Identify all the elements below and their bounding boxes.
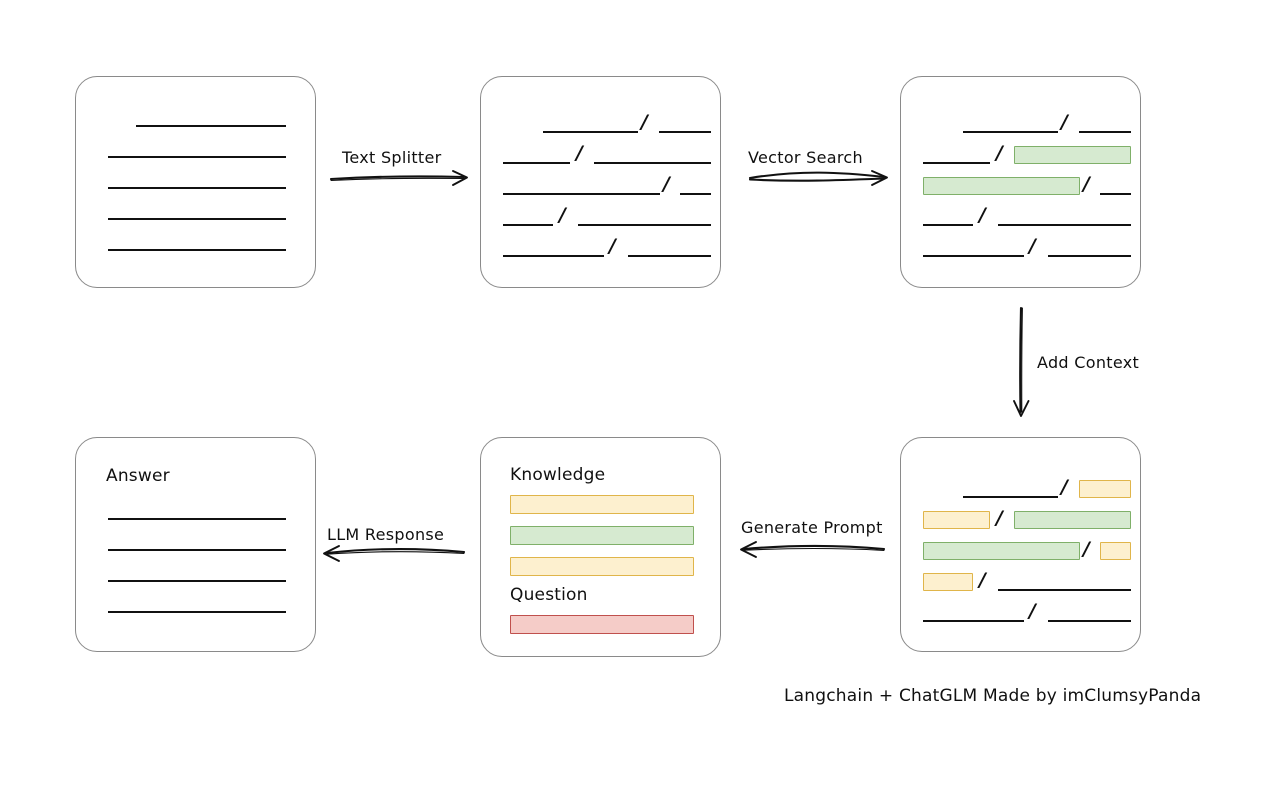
text-line <box>680 193 711 195</box>
text-line <box>1048 620 1131 622</box>
chunk-separator-slash: / <box>1083 538 1090 560</box>
edge-generate-prompt-arrow <box>740 541 886 558</box>
text-line <box>923 620 1024 622</box>
text-line <box>543 131 638 133</box>
text-line <box>503 255 604 257</box>
prompt-bar-red[interactable] <box>510 615 694 634</box>
text-line <box>594 162 711 164</box>
text-line <box>108 218 286 220</box>
chunk-separator-slash: / <box>1061 476 1068 498</box>
text-line <box>108 611 286 613</box>
text-line <box>578 224 711 226</box>
edge-add-context-arrow <box>1013 306 1030 417</box>
text-line <box>998 589 1131 591</box>
chunk-separator-slash: / <box>641 111 648 133</box>
knowledge-label: Knowledge <box>510 465 606 485</box>
text-line <box>1079 131 1131 133</box>
text-line <box>108 156 286 158</box>
text-line <box>998 224 1131 226</box>
chunk-separator-slash: / <box>979 204 986 226</box>
chunk-separator-slash: / <box>979 569 986 591</box>
highlight-chip-green[interactable] <box>1014 146 1131 164</box>
edge-text-splitter-arrow <box>329 170 468 186</box>
chunk-separator-slash: / <box>996 142 1003 164</box>
text-line <box>923 255 1024 257</box>
highlight-chip-green[interactable] <box>1014 511 1131 529</box>
vector-search-results-card[interactable]: / / / / / <box>900 76 1141 288</box>
chunk-separator-slash: / <box>559 204 566 226</box>
chunk-separator-slash: / <box>1083 173 1090 195</box>
highlight-chip-yellow[interactable] <box>923 573 973 591</box>
highlight-chip-yellow[interactable] <box>1100 542 1131 560</box>
chunk-separator-slash: / <box>996 507 1003 529</box>
text-line <box>108 518 286 520</box>
text-line <box>1100 193 1131 195</box>
highlight-chip-green[interactable] <box>923 542 1080 560</box>
chunk-separator-slash: / <box>576 142 583 164</box>
text-line <box>923 224 973 226</box>
text-line <box>108 249 286 251</box>
text-line <box>108 580 286 582</box>
split-text-chunks-card[interactable]: / / / / / <box>480 76 721 288</box>
text-line <box>659 131 711 133</box>
text-line <box>1048 255 1131 257</box>
text-line <box>963 496 1058 498</box>
text-line <box>503 193 660 195</box>
prompt-bar-yellow[interactable] <box>510 495 694 514</box>
text-line <box>963 131 1058 133</box>
text-line <box>628 255 711 257</box>
edge-llm-response-arrow <box>323 545 466 562</box>
text-line <box>108 549 286 551</box>
edge-llm-response-label: LLM Response <box>327 525 445 544</box>
chunk-separator-slash: / <box>1029 235 1036 257</box>
text-line <box>923 162 990 164</box>
chunk-separator-slash: / <box>1061 111 1068 133</box>
footer-credit: Langchain + ChatGLM Made by imClumsyPand… <box>784 686 1202 706</box>
text-line <box>108 187 286 189</box>
edge-vector-search-label: Vector Search <box>748 148 863 167</box>
generated-prompt-card[interactable]: Knowledge Question <box>480 437 721 657</box>
text-line <box>136 125 286 127</box>
prompt-bar-yellow[interactable] <box>510 557 694 576</box>
edge-add-context-label: Add Context <box>1037 353 1140 372</box>
highlight-chip-green[interactable] <box>923 177 1080 195</box>
question-label: Question <box>510 585 588 605</box>
highlight-chip-yellow[interactable] <box>923 511 990 529</box>
context-added-chunks-card[interactable]: / / / / / <box>900 437 1141 652</box>
text-line <box>503 162 570 164</box>
edge-text-splitter-label: Text Splitter <box>342 148 442 167</box>
edge-generate-prompt-label: Generate Prompt <box>741 518 883 537</box>
chunk-separator-slash: / <box>1029 600 1036 622</box>
source-document-card[interactable] <box>75 76 316 288</box>
highlight-chip-yellow[interactable] <box>1079 480 1131 498</box>
chunk-separator-slash: / <box>663 173 670 195</box>
edge-vector-search-arrow <box>748 170 888 186</box>
prompt-bar-green[interactable] <box>510 526 694 545</box>
answer-label: Answer <box>106 466 170 486</box>
chunk-separator-slash: / <box>609 235 616 257</box>
text-line <box>503 224 553 226</box>
answer-card[interactable]: Answer <box>75 437 316 652</box>
